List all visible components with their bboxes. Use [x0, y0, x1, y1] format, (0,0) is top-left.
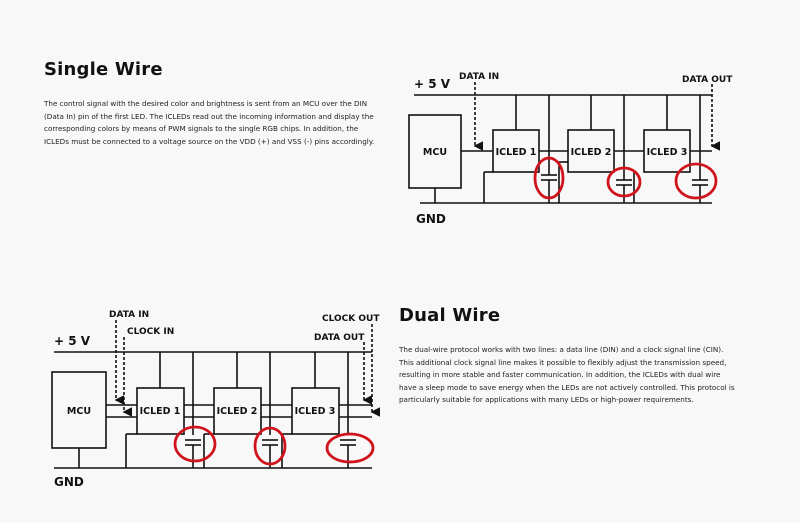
dw-icled-1-label: ICLED 1: [140, 406, 181, 417]
dual-wire-diagram: [51, 320, 380, 469]
sw-gnd-label: GND: [416, 212, 446, 226]
sw-data-in-label: DATA IN: [459, 72, 499, 82]
dw-cap-1-highlight: [173, 425, 217, 463]
sw-cap-1-highlight: [533, 156, 565, 200]
single-wire-diagram: [408, 82, 720, 204]
dw-vcc-label: + 5 V: [54, 334, 91, 348]
dw-data-out-label: DATA OUT: [314, 333, 365, 343]
sw-icled-2-label: ICLED 2: [571, 147, 612, 158]
dw-mcu-label: MCU: [67, 406, 91, 417]
sw-icled-1-label: ICLED 1: [496, 147, 537, 158]
dw-data-in-label: DATA IN: [109, 310, 149, 320]
dual-wire-title: Dual Wire: [399, 305, 501, 326]
sw-vcc-label: + 5 V: [414, 77, 451, 91]
dw-clock-out-label: CLOCK OUT: [322, 314, 380, 324]
single-wire-title: Single Wire: [44, 59, 163, 80]
sw-mcu-label: MCU: [423, 147, 447, 158]
dw-icled-2-label: ICLED 2: [217, 406, 258, 417]
single-wire-description: The control signal with the desired colo…: [44, 99, 375, 146]
sw-icled-3-label: ICLED 3: [647, 147, 688, 158]
sw-cap-3-highlight: [674, 162, 718, 200]
dw-cap-2-highlight: [253, 426, 287, 466]
sw-cap-2-highlight: [606, 166, 642, 198]
dw-cap-3-highlight: [325, 432, 375, 464]
dw-clock-in-label: CLOCK IN: [127, 327, 174, 337]
sw-data-out-label: DATA OUT: [682, 75, 733, 85]
dw-icled-3-label: ICLED 3: [295, 406, 336, 417]
dw-gnd-label: GND: [54, 475, 84, 489]
dual-wire-description: The dual-wire protocol works with two li…: [399, 345, 735, 404]
